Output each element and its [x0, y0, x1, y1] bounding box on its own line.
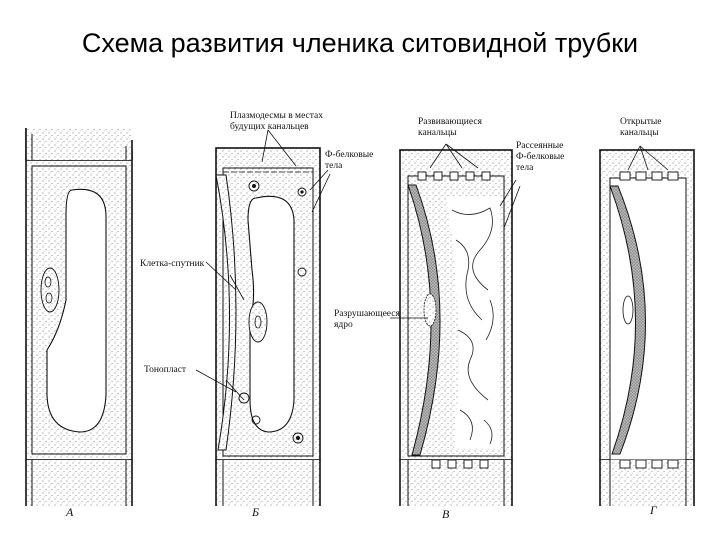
slide-title: Схема развития членика ситовидной трубки	[81, 28, 639, 58]
companion-cell	[609, 185, 646, 455]
panel-d: Г	[599, 145, 695, 517]
label-dispersed-3: тела	[516, 163, 534, 173]
lower-cell	[26, 460, 132, 506]
vacuole	[247, 195, 295, 433]
degenerating-nucleus	[423, 293, 437, 327]
label-plasmodesmata-1: Плазмодесмы в местах	[230, 111, 323, 121]
developing-canals	[417, 171, 491, 469]
p-protein-bodies	[238, 180, 307, 444]
label-developing-2: канальцы	[418, 128, 457, 138]
label-dispersed-1: Рассеянные	[516, 141, 563, 151]
panel-a: А	[25, 128, 133, 519]
label-companion-cell: Клетка-спутник	[140, 259, 205, 269]
label-plasmodesmata-2: будущих канальцев	[230, 121, 309, 132]
nucleus	[248, 301, 268, 343]
label-degenerating-2: ядро	[334, 320, 353, 330]
panel-letter-b: Б	[251, 505, 259, 519]
label-open-1: Открытые	[620, 117, 662, 127]
label-degenerating-1: Разрушающееся	[334, 309, 400, 319]
label-open-2: канальцы	[620, 128, 659, 138]
companion-cell	[215, 174, 237, 451]
companion-cell	[407, 184, 441, 456]
panel-c: В	[390, 143, 521, 521]
label-developing-1: Развивающиеся	[418, 117, 483, 127]
label-dispersed-2: Ф-белковые	[516, 151, 564, 162]
vacuole	[46, 188, 107, 433]
label-tonoplast: Тонопласт	[144, 365, 187, 375]
open-canals	[619, 171, 679, 469]
label-leaders	[195, 261, 237, 393]
panel-letter-c: В	[442, 507, 450, 521]
lumen	[446, 196, 500, 448]
annotation-labels: Плазмодесмы в местах будущих канальцев Ф…	[140, 111, 662, 375]
panel-letter-d: Г	[649, 503, 658, 517]
dispersed-p-protein	[451, 207, 494, 445]
label-p-protein-1: Ф-белковые	[325, 149, 373, 160]
nucleus	[40, 267, 60, 313]
panel-letter-a: А	[65, 505, 74, 519]
label-p-protein-2: тела	[325, 161, 343, 171]
panel-b: Б	[215, 129, 331, 519]
